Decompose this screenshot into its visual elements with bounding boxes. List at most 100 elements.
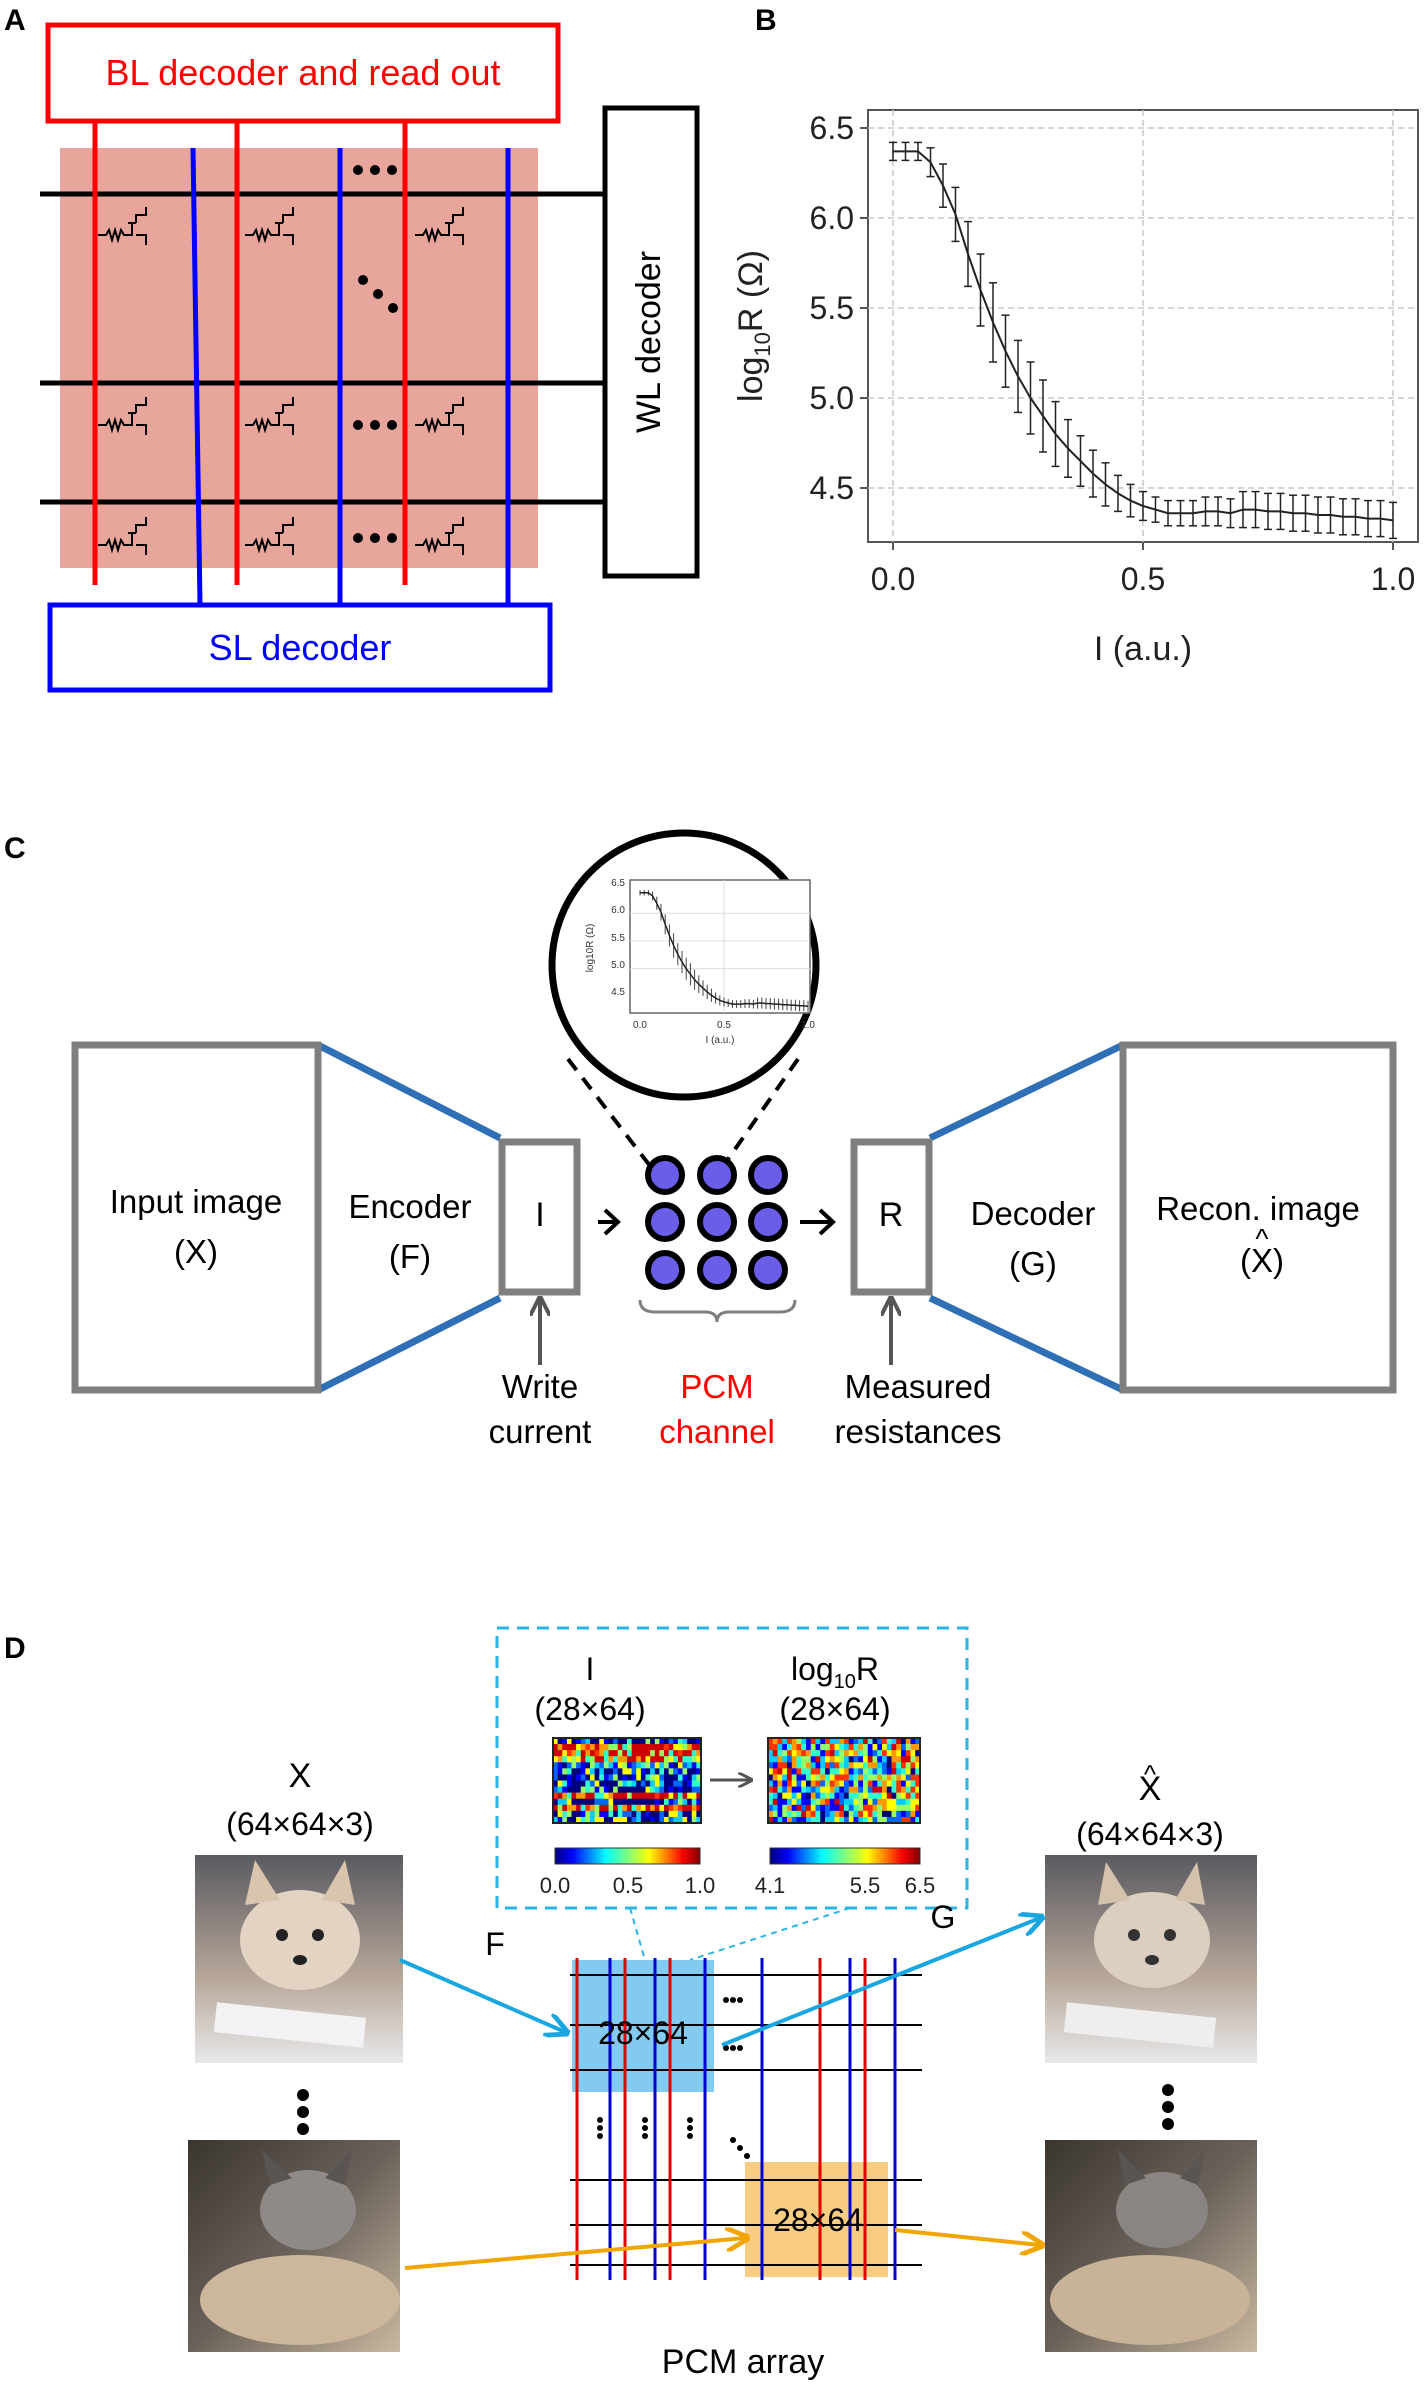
- heatmap-cell: [599, 1762, 605, 1769]
- heatmap-cell: [664, 1798, 669, 1806]
- heatmap-cell: [617, 1774, 623, 1781]
- heatmap-cell: [566, 1798, 572, 1806]
- write-current-label-2: current: [489, 1413, 592, 1450]
- heatmap-cell: [772, 1786, 778, 1793]
- heatmap-cell: [896, 1750, 902, 1757]
- heatmap-cell: [590, 1750, 595, 1757]
- heatmap-cell: [891, 1744, 897, 1751]
- input-dog-image: [195, 1855, 403, 2063]
- heatmap-cell: [627, 1768, 632, 1775]
- heatmap-cell: [696, 1786, 702, 1793]
- bl-decoder-box: [45, 22, 561, 124]
- heatmap-cell: [627, 1774, 632, 1781]
- heatmap-cell: [603, 1762, 609, 1769]
- heatmap-cell: [636, 1810, 642, 1818]
- heatmap-cell: [901, 1798, 907, 1806]
- heatmap-cell: [645, 1786, 651, 1793]
- heatmap-cell: [901, 1774, 907, 1781]
- heatmap-cell: [668, 1816, 674, 1824]
- heatmap-cell: [682, 1750, 688, 1757]
- svg-text:1.0: 1.0: [801, 1020, 815, 1031]
- heatmap-cell: [599, 1816, 605, 1824]
- heatmap-cell: [617, 1744, 623, 1751]
- heatmap-cell: [891, 1780, 897, 1787]
- heatmap-cell: [650, 1762, 656, 1769]
- heatmap-cell: [585, 1762, 591, 1769]
- heatmap-cell: [772, 1744, 778, 1751]
- heatmap-cell: [806, 1780, 812, 1787]
- heatmap-cell: [631, 1816, 637, 1824]
- heatmap-cell: [801, 1792, 807, 1800]
- heatmap-cell: [585, 1750, 591, 1757]
- heatmap-cell: [768, 1738, 774, 1745]
- heatmap-cell: [882, 1786, 888, 1793]
- heatmap-cell: [608, 1756, 614, 1763]
- heatmap-cell: [677, 1780, 683, 1787]
- heatmap-cell: [896, 1798, 902, 1806]
- heatmap-cell: [910, 1810, 916, 1818]
- heatmap-cell: [777, 1750, 783, 1757]
- heatmap-cell: [896, 1804, 902, 1812]
- heatmap-cell: [590, 1762, 595, 1769]
- heatmap-cell: [617, 1810, 623, 1818]
- heatmap-cell: [882, 1756, 888, 1763]
- heatmap-cell: [654, 1816, 660, 1824]
- heatmap-cell: [576, 1738, 582, 1745]
- heatmap-cell: [910, 1762, 916, 1769]
- heatmap-cell: [791, 1774, 797, 1781]
- heatmap-cell: [777, 1792, 783, 1800]
- heatmap-cell: [590, 1816, 595, 1824]
- heatmap-cell: [834, 1804, 840, 1812]
- sl-decoder-box: [47, 602, 553, 693]
- heatmap-cell: [566, 1816, 572, 1824]
- heatmap-cell: [806, 1744, 812, 1751]
- heatmap-cell: [882, 1792, 888, 1800]
- heatmap-cell: [810, 1804, 816, 1812]
- heatmap-cell: [696, 1798, 702, 1806]
- heatmap-cell: [791, 1804, 797, 1812]
- heatmap-cell: [772, 1792, 778, 1800]
- heatmap-cell: [787, 1786, 793, 1793]
- heatmap-cell: [668, 1738, 674, 1745]
- heatmap-cell: [677, 1768, 683, 1775]
- heatmap-cell: [877, 1798, 883, 1806]
- heatmap-cell: [590, 1744, 595, 1751]
- heatmap-cell: [557, 1792, 563, 1800]
- heatmap-i-label: I: [586, 1651, 595, 1687]
- encoder-funnel-bottom: [316, 1294, 502, 1394]
- heatmap-cell: [886, 1738, 892, 1745]
- heatmap-cell: [791, 1780, 797, 1787]
- heatmap-cell: [553, 1804, 558, 1812]
- heatmap-cell: [848, 1804, 854, 1812]
- heatmap-cell: [891, 1774, 897, 1781]
- heatmap-cell: [891, 1768, 897, 1775]
- heatmap-cell: [645, 1744, 651, 1751]
- heatmap-cell: [820, 1750, 826, 1757]
- heatmap-cell: [636, 1762, 642, 1769]
- heatmap-cell: [687, 1762, 693, 1769]
- heatmap-cell: [796, 1738, 802, 1745]
- heatmap-cell: [659, 1804, 665, 1812]
- heatmap-cell: [571, 1816, 577, 1824]
- heatmap-cell: [815, 1756, 821, 1763]
- heatmap-cell: [608, 1810, 614, 1818]
- heatmap-cell: [631, 1780, 637, 1787]
- bit-lines: [575, 1958, 867, 2280]
- heatmap-cell: [829, 1786, 835, 1793]
- heatmap-cell: [691, 1774, 697, 1781]
- heatmap-cell: [910, 1768, 916, 1775]
- heatmap-cell: [915, 1756, 921, 1763]
- heatmap-cell: [636, 1774, 642, 1781]
- heatmap-cell: [863, 1810, 869, 1818]
- heatmap-cell: [872, 1774, 878, 1781]
- heatmap-cell: [640, 1750, 646, 1757]
- heatmap-cell: [590, 1756, 595, 1763]
- heatmap-cell: [768, 1792, 774, 1800]
- heatmap-cell: [820, 1738, 826, 1745]
- heatmap-cell: [553, 1780, 558, 1787]
- heatmap-cell: [627, 1804, 632, 1812]
- heatmap-cell: [659, 1756, 665, 1763]
- heatmap-cell: [839, 1768, 845, 1775]
- heatmap-cell: [668, 1768, 674, 1775]
- heatmap-cell: [872, 1780, 878, 1787]
